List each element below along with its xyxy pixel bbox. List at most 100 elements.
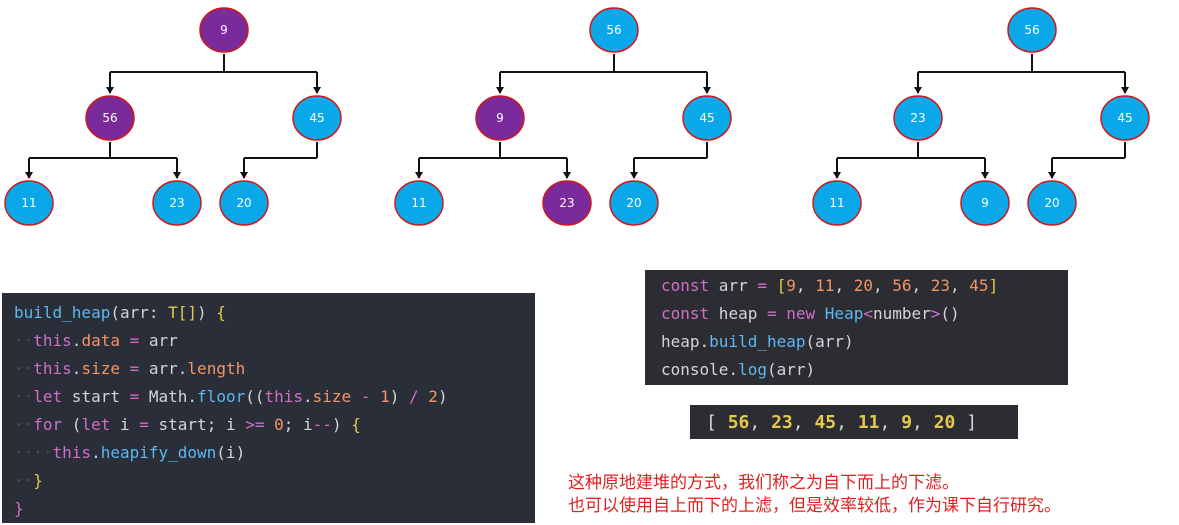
code-token: 23 (930, 276, 951, 295)
code-token: , (911, 276, 931, 295)
code-line: heap.build_heap(arr) (661, 328, 1068, 356)
code-token: size (312, 387, 352, 406)
tree-node-label: 56 (606, 23, 621, 37)
code-token: 20 (853, 276, 873, 295)
usage-code-panel: const arr = [9, 11, 20, 56, 23, 45]const… (645, 270, 1068, 385)
tree-node: 23 (893, 95, 943, 141)
code-token: Heap (824, 304, 864, 323)
tree-node: 11 (4, 180, 54, 226)
code-token: 2 (428, 387, 438, 406)
tree-node-label: 11 (829, 196, 844, 210)
code-token: console. (661, 360, 739, 379)
code-token: const (661, 276, 710, 295)
tree-node-label: 45 (699, 111, 714, 125)
code-line: ····this.heapify_down(i) (14, 439, 535, 467)
tree-node-label: 45 (309, 111, 324, 125)
output-value: 9 (901, 412, 913, 433)
note-line-1: 这种原地建堆的方式，我们称之为自下而上的下滤。 (568, 473, 959, 493)
console-output: [ 56, 23, 45, 11, 9, 20 ] (690, 405, 1018, 439)
code-token: this (33, 359, 72, 378)
code-token: = (139, 415, 149, 434)
tree-node-label: 23 (910, 111, 925, 125)
code-token: = (129, 359, 140, 378)
code-token (815, 304, 825, 323)
code-token: new (786, 304, 816, 323)
code-token: 45 (969, 276, 989, 295)
code-token (767, 276, 777, 295)
code-token (264, 415, 274, 434)
code-token: ) (197, 303, 217, 322)
code-line: const arr = [9, 11, 20, 56, 23, 45] (661, 272, 1068, 300)
tree-node: 20 (219, 180, 269, 226)
code-token: (arr: (110, 303, 169, 322)
code-token: arr (139, 331, 178, 350)
tree-node: 56 (1007, 7, 1057, 53)
output-bracket-close: ] (955, 412, 978, 433)
indent-guide: ·· (14, 415, 34, 434)
code-token: this (52, 443, 92, 462)
code-token: , (950, 276, 970, 295)
tree-node-label: 20 (1044, 196, 1059, 210)
code-token (120, 359, 130, 378)
code-token: 9 (786, 276, 796, 295)
tree-node: 20 (1027, 180, 1077, 226)
tree-edge (106, 54, 225, 94)
tree-node-label: 56 (1024, 23, 1039, 37)
output-value: 20 (933, 412, 956, 433)
code-token: . (71, 359, 82, 378)
code-token: ) (437, 387, 448, 406)
code-token: arr (709, 276, 758, 295)
code-token: arr. (139, 359, 188, 378)
code-token: (i) (216, 443, 246, 462)
code-line: ··} (14, 467, 535, 495)
code-token: [] (177, 303, 198, 322)
tree-edge (613, 54, 711, 94)
tree-node-label: 23 (169, 196, 184, 210)
tree-edge (496, 54, 615, 94)
tree-node-label: 11 (411, 196, 426, 210)
code-token: , (872, 276, 893, 295)
build-heap-code-panel: build_heap(arr: T[]) {··this.data = arr·… (2, 293, 535, 523)
code-token: } (14, 499, 24, 518)
output-value: 56 (727, 412, 750, 433)
tree-node: 11 (394, 180, 444, 226)
output-bracket-open: [ (706, 412, 728, 433)
tree-node-label: 11 (21, 196, 36, 210)
tree-node-label: 9 (981, 196, 989, 210)
tree-node: 9 (475, 95, 525, 141)
tree-node: 45 (1100, 95, 1150, 141)
tree-edge (109, 142, 181, 179)
code-token: let (33, 387, 63, 406)
code-token (120, 331, 130, 350)
code-token (777, 304, 787, 323)
tree-node-label: 45 (1117, 111, 1132, 125)
indent-guide: ·· (14, 443, 34, 462)
code-token: start (62, 387, 130, 406)
code-token: start; i (148, 415, 246, 434)
tree-edge (240, 142, 318, 179)
code-line: const heap = new Heap<number>() (661, 300, 1068, 328)
code-token: > (930, 304, 941, 323)
code-token: heapify_down (100, 443, 217, 462)
code-token: = (129, 331, 140, 350)
code-token: let (81, 415, 111, 434)
code-token: = (757, 276, 767, 295)
code-line: console.log(arr) (661, 356, 1068, 384)
tree-edge (223, 54, 321, 94)
tree-node: 9 (960, 180, 1010, 226)
code-token: ] (988, 276, 999, 295)
tree-edge (499, 142, 571, 179)
tree-edge (415, 142, 501, 179)
tree-edge (917, 142, 989, 179)
code-token: this (264, 387, 304, 406)
note-line-2: 也可以使用自上而下的上滤，但是效率较低，作为课下自行研究。 (568, 496, 1061, 516)
code-token: heap (709, 304, 767, 323)
tree-node-label: 20 (236, 196, 251, 210)
code-token: ) (389, 387, 410, 406)
code-line: ··for (let i = start; i >= 0; i--) { (14, 411, 535, 439)
code-token: build_heap (709, 332, 806, 351)
code-token: = (766, 304, 777, 323)
